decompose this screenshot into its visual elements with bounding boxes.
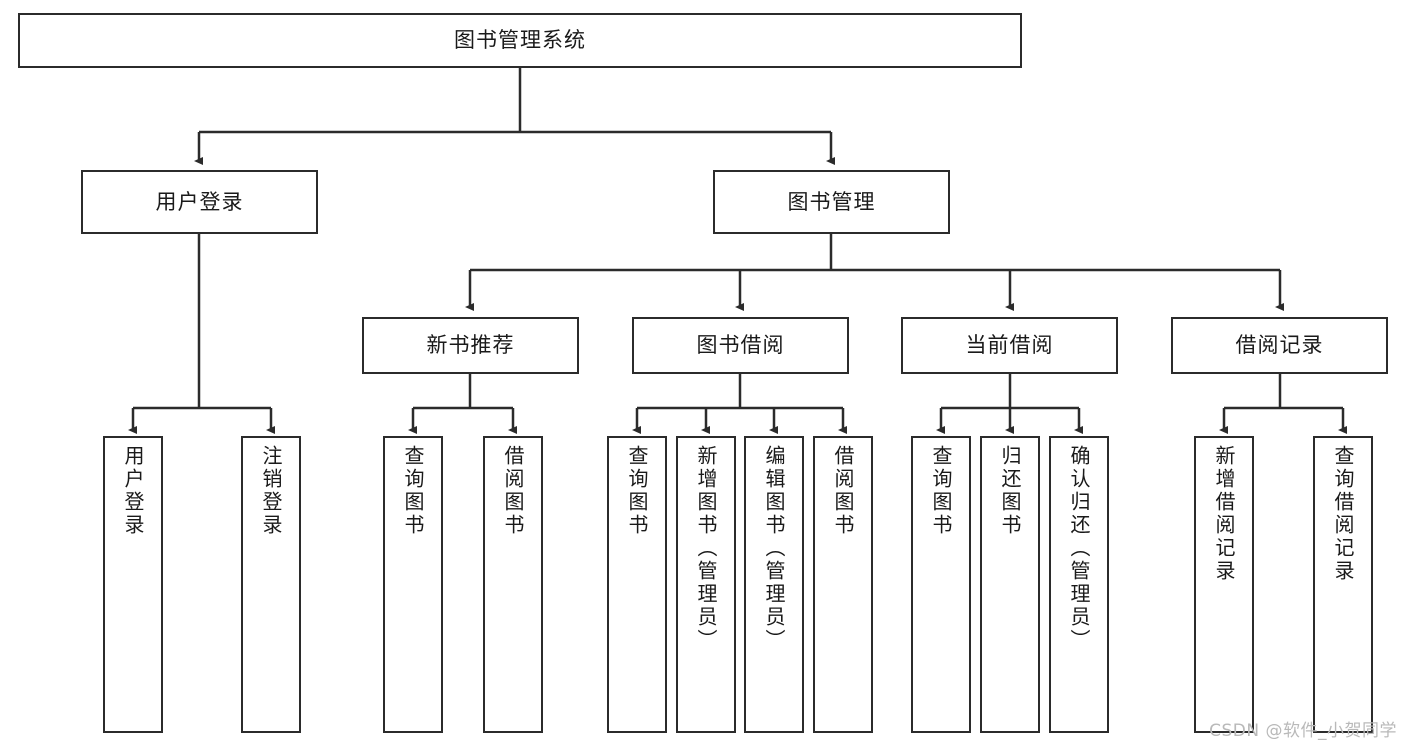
csdn-watermark: CSDN @软件_小贺同学 [1209,721,1397,741]
node-book-management[interactable]: 图书管理 [713,170,950,234]
node-label: 图书管理系统 [454,28,586,53]
node-label: 查询图书 [929,445,953,537]
leaf-query-book-1[interactable]: 查询图书 [383,436,443,733]
leaf-query-book-2[interactable]: 查询图书 [607,436,667,733]
leaf-edit-book[interactable]: 编辑图书（管理员） [744,436,804,733]
node-label: 新增借阅记录 [1212,445,1236,583]
node-label: 借阅记录 [1235,333,1324,358]
node-label: 图书借阅 [696,333,785,358]
leaf-add-book[interactable]: 新增图书（管理员） [676,436,736,733]
node-label: 确认归还（管理员） [1067,445,1091,652]
leaf-borrow-book-2[interactable]: 借阅图书 [813,436,873,733]
leaf-add-record[interactable]: 新增借阅记录 [1194,436,1254,733]
node-label: 图书管理 [787,189,876,214]
node-book-borrow[interactable]: 图书借阅 [632,317,849,374]
node-label: 查询图书 [625,445,649,537]
node-label: 查询图书 [401,445,425,537]
node-label: 用户登录 [121,445,145,537]
node-borrow-record[interactable]: 借阅记录 [1171,317,1388,374]
node-label: 新增图书（管理员） [694,445,718,652]
node-new-book-recommend[interactable]: 新书推荐 [362,317,579,374]
node-label: 新书推荐 [426,333,515,358]
leaf-query-book-3[interactable]: 查询图书 [911,436,971,733]
node-label: 查询借阅记录 [1331,445,1355,583]
leaf-user-login[interactable]: 用户登录 [103,436,163,733]
node-label: 归还图书 [998,445,1022,537]
leaf-borrow-book-1[interactable]: 借阅图书 [483,436,543,733]
leaf-logout-login[interactable]: 注销登录 [241,436,301,733]
leaf-query-record[interactable]: 查询借阅记录 [1313,436,1373,733]
node-label: 用户登录 [155,189,244,214]
node-label: 编辑图书（管理员） [762,445,786,652]
node-user-login[interactable]: 用户登录 [81,170,318,234]
node-label: 借阅图书 [501,445,525,537]
node-current-borrow[interactable]: 当前借阅 [901,317,1118,374]
node-label: 注销登录 [259,445,283,537]
leaf-confirm-return[interactable]: 确认归还（管理员） [1049,436,1109,733]
node-label: 借阅图书 [831,445,855,537]
leaf-return-book[interactable]: 归还图书 [980,436,1040,733]
node-root-system[interactable]: 图书管理系统 [18,13,1022,68]
node-label: 当前借阅 [965,333,1054,358]
